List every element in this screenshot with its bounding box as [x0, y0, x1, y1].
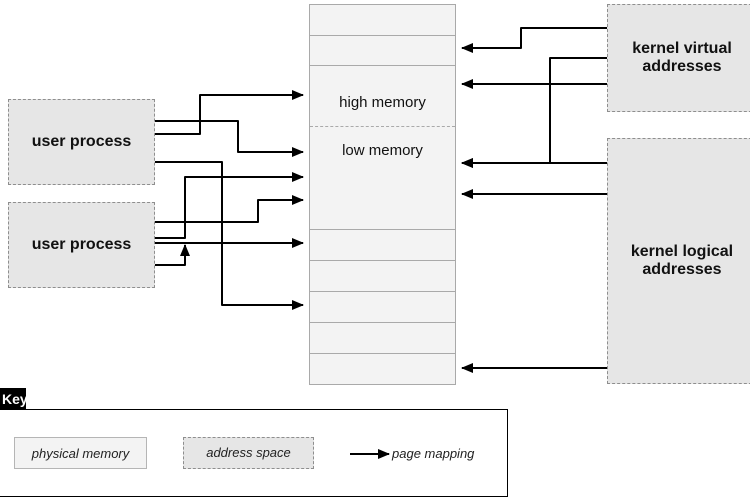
- mapping-arrow: [155, 195, 304, 223]
- page-divider: [310, 65, 455, 66]
- page-divider: [310, 35, 455, 36]
- kernel-logical-addresses-label: kernel logical addresses: [630, 242, 734, 278]
- high-memory-label: high memory: [339, 94, 426, 111]
- key-address-space-label: address space: [206, 444, 291, 460]
- mapping-arrow: [461, 27, 607, 53]
- physical-memory-column: high memory low memory: [309, 4, 456, 385]
- user-process-1-label: user process: [31, 132, 132, 150]
- mapping-arrow: [155, 120, 304, 157]
- key-physical-memory-swatch: physical memory: [14, 437, 147, 469]
- page-divider: [310, 229, 455, 230]
- key-legend: [0, 409, 508, 497]
- kernel-virtual-addresses-label: kernel virtual addresses: [632, 39, 732, 75]
- user-process-2-label: user process: [31, 235, 132, 253]
- page-divider: [310, 291, 455, 292]
- page-divider: [310, 260, 455, 261]
- key-title: Key: [0, 388, 28, 410]
- mapping-arrow: [155, 244, 190, 266]
- mapping-arrow: [155, 161, 304, 310]
- key-address-space-swatch: address space: [183, 437, 314, 469]
- key-physical-memory-label: physical memory: [31, 445, 130, 461]
- mapping-arrow: [155, 90, 304, 135]
- key-page-mapping-label: page mapping: [392, 446, 475, 461]
- kernel-virtual-addresses-box: kernel virtual addresses: [607, 4, 750, 112]
- kernel-logical-addresses-box: kernel logical addresses: [607, 138, 750, 384]
- low-memory-label: low memory: [342, 142, 423, 159]
- page-divider: [310, 353, 455, 354]
- page-divider: [310, 322, 455, 323]
- high-low-boundary: [310, 126, 455, 127]
- mapping-arrow: [155, 172, 304, 239]
- user-process-1-box: user process: [8, 99, 155, 185]
- user-process-2-box: user process: [8, 202, 155, 288]
